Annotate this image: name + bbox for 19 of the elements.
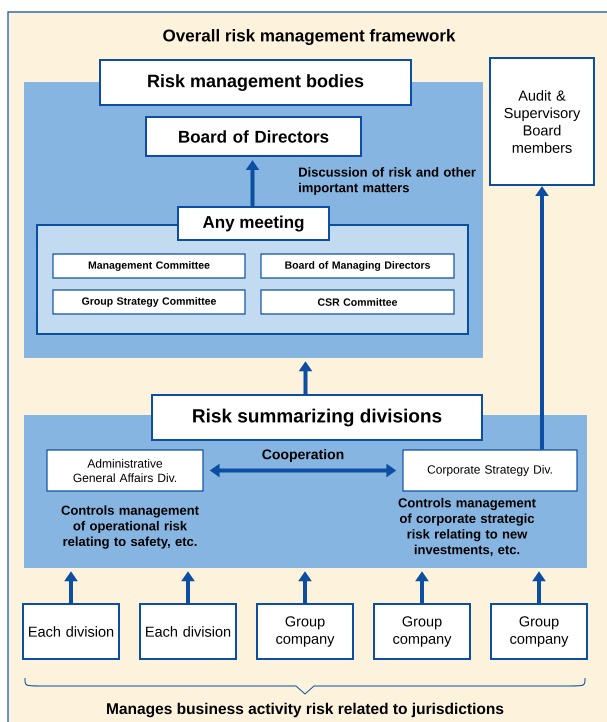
title: Overall risk management framework	[163, 29, 456, 45]
division-box: Administrative General Affairs Div.	[46, 449, 204, 492]
edge-label: Discussion of risk and other important matters	[299, 167, 476, 195]
org-box: Audit & Supervisory Board members	[489, 57, 595, 186]
committee-box: Management Committee	[52, 253, 246, 279]
unit-box: Group company	[490, 603, 588, 660]
unit-box: Each division	[22, 603, 120, 660]
org-box: Board of Directors	[145, 116, 362, 157]
committee-box: CSR Committee	[260, 289, 455, 315]
note-text: Manages business activity risk related to jurisdictions	[107, 702, 504, 718]
division-box: Corporate Strategy Div.	[402, 449, 578, 492]
unit-box: Each division	[139, 603, 237, 660]
description-text: Controls management of operational risk relating to safety, etc.	[62, 505, 199, 549]
committee-box: Group Strategy Committee	[52, 289, 246, 315]
unit-box: Group company	[373, 603, 471, 660]
description-text: Controls management of corporate strategic risk relating to new investments, etc.	[398, 498, 536, 556]
unit-box: Group company	[256, 603, 354, 660]
edge-label: Cooperation	[262, 448, 344, 462]
committee-box: Board of Managing Directors	[260, 253, 455, 279]
